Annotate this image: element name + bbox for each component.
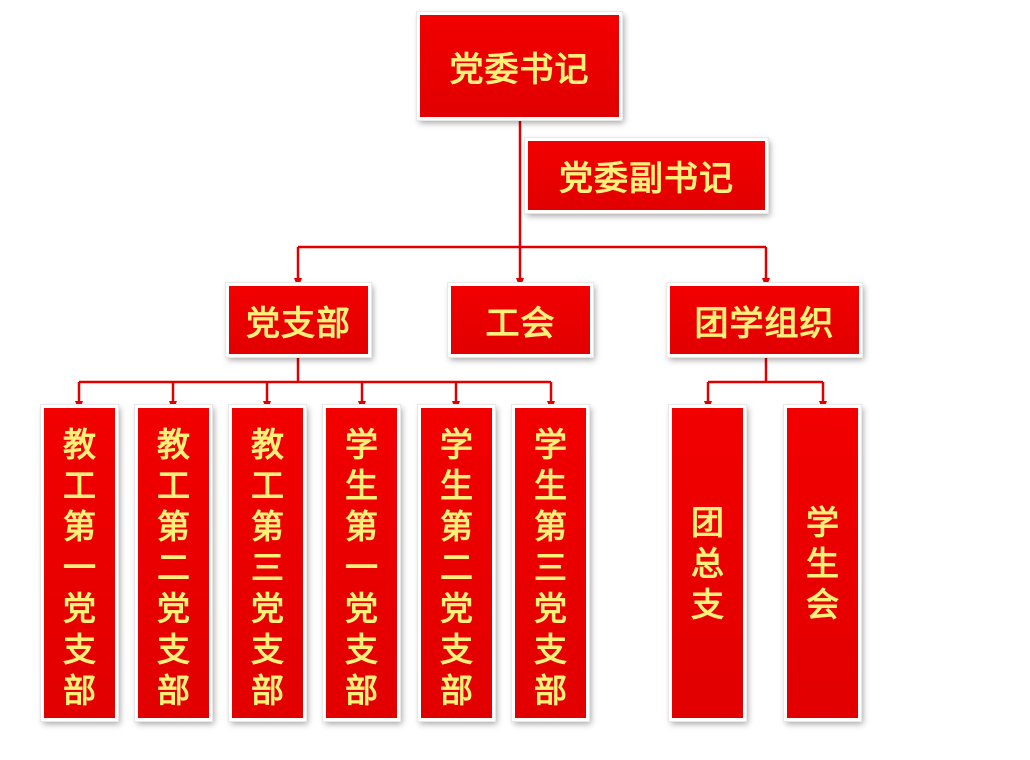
branch-char: 党 (440, 589, 473, 628)
branch-char: 二 (440, 548, 473, 587)
branch-node-3: 教工第三党支部 (229, 405, 306, 721)
branch-char: 第 (345, 507, 378, 546)
branch-node-6: 学生第三党支部 (512, 405, 589, 721)
branch-char: 支 (534, 630, 567, 669)
branch-char: 部 (345, 671, 378, 710)
branch-char: 支 (157, 630, 190, 669)
branch-char: 学 (345, 425, 378, 464)
youth-org-node: 团学组织 (667, 283, 862, 357)
branch-node-5: 学生第二党支部 (418, 405, 495, 721)
youth-char: 会 (806, 584, 839, 624)
branch-char: 第 (63, 507, 96, 546)
branch-char: 第 (440, 507, 473, 546)
party-branch-label: 党支部 (246, 303, 351, 344)
branch-char: 工 (157, 466, 190, 505)
branch-char: 部 (534, 671, 567, 710)
branch-node-2: 教工第二党支部 (135, 405, 212, 721)
branch-char: 一 (63, 548, 96, 587)
branch-char: 部 (251, 671, 284, 710)
branch-char: 支 (251, 630, 284, 669)
branch-char: 工 (251, 466, 284, 505)
branch-char: 三 (534, 548, 567, 587)
youth-char: 团 (691, 502, 724, 542)
branch-char: 部 (440, 671, 473, 710)
deputy-secretary-label: 党委副书记 (559, 159, 734, 199)
branch-node-4: 学生第一党支部 (323, 405, 400, 721)
branch-char: 教 (251, 425, 284, 464)
party-secretary-label: 党委书记 (449, 49, 590, 90)
branch-char: 支 (345, 630, 378, 669)
branch-char: 学 (440, 425, 473, 464)
youth-league-node: 团总支 (669, 405, 746, 721)
branch-char: 第 (157, 507, 190, 546)
branch-char: 部 (157, 671, 190, 710)
youth-char: 生 (806, 543, 839, 583)
branch-char: 学 (534, 425, 567, 464)
deputy-secretary-node: 党委副书记 (525, 138, 768, 213)
branch-char: 第 (534, 507, 567, 546)
party-branch-node: 党支部 (226, 283, 371, 357)
party-secretary-node: 党委书记 (417, 12, 622, 120)
branch-char: 党 (534, 589, 567, 628)
branch-char: 部 (63, 671, 96, 710)
branch-char: 教 (63, 425, 96, 464)
branch-char: 党 (157, 589, 190, 628)
branch-char: 党 (63, 589, 96, 628)
branch-char: 三 (251, 548, 284, 587)
youth-char: 支 (691, 584, 724, 624)
branch-char: 支 (63, 630, 96, 669)
branch-char: 党 (345, 589, 378, 628)
branch-char: 生 (440, 466, 473, 505)
trade-union-label: 工会 (485, 303, 556, 344)
branch-char: 党 (251, 589, 284, 628)
branch-char: 二 (157, 548, 190, 587)
branch-char: 生 (534, 466, 567, 505)
branch-char: 一 (345, 548, 378, 587)
branch-char: 生 (345, 466, 378, 505)
youth-char: 学 (806, 502, 839, 542)
branch-char: 第 (251, 507, 284, 546)
branch-char: 支 (440, 630, 473, 669)
youth-char: 总 (691, 543, 724, 583)
branch-char: 工 (63, 466, 96, 505)
trade-union-node: 工会 (448, 283, 593, 357)
branch-node-1: 教工第一党支部 (41, 405, 118, 721)
youth-org-label: 团学组织 (694, 303, 835, 344)
branch-char: 教 (157, 425, 190, 464)
student-union-node: 学生会 (784, 405, 861, 721)
